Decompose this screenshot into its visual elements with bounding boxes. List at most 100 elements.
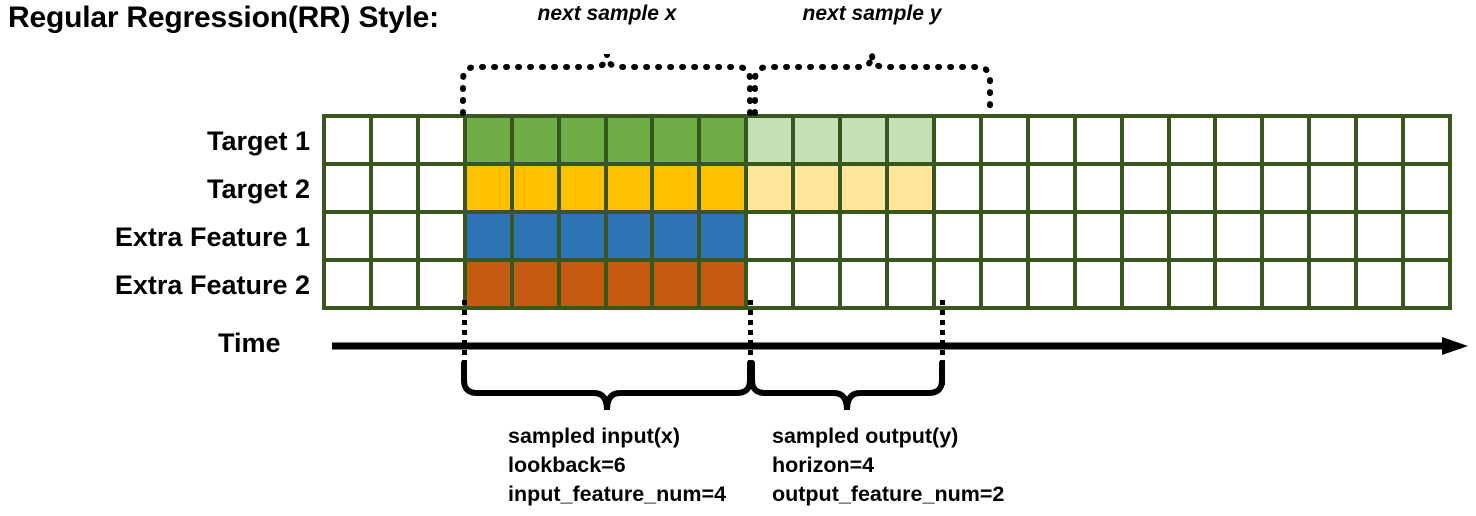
grid-cell-r0-c8 [701,118,745,162]
grid-cell-r0-c19 [1217,118,1261,162]
grid-cell-r3-c12 [889,262,932,306]
grid-cell-r3-c6 [607,262,651,306]
grid-cell-r1-c13 [935,166,979,210]
grid-cell-r1-c17 [1123,166,1167,210]
grid-cell-r2-c1 [372,214,416,258]
grid-cell-r3-c18 [1170,262,1214,306]
caption-next-sample-y: next sample y [802,2,942,25]
grid-cell-r3-c13 [935,262,979,306]
caption-block-sampled-output: sampled output(y) horizon=4 output_featu… [772,422,1004,508]
grid-cell-r3-c7 [654,262,698,306]
grid-cell-r2-c20 [1264,214,1308,258]
caption-block-sampled-input: sampled input(x) lookback=6 input_featur… [508,422,726,508]
grid-cell-r1-c2 [419,166,463,210]
grid-cell-r3-c1 [372,262,416,306]
grid-cell-r2-c19 [1217,214,1261,258]
grid-cell-r1-c0 [326,166,369,210]
grid-cell-r2-c0 [326,214,369,258]
grid-cell-r2-c7 [654,214,698,258]
grid-cell-r0-c10 [795,118,839,162]
caption-input-feature-num: input_feature_num=4 [508,481,727,506]
grid-cell-r1-c7 [654,166,698,210]
grid-cell-r0-c20 [1264,118,1308,162]
brace-sampled-output [749,360,945,411]
caption-sampled-input-title: sampled input(x) [508,424,681,448]
grid-cell-r3-c17 [1123,262,1167,306]
grid-cell-r3-c11 [842,262,885,306]
grid-cell-r3-c2 [419,262,463,306]
grid-cell-r0-c17 [1123,118,1167,162]
row-label-target-1: Target 1 [206,126,310,156]
grid-cell-r3-c8 [701,262,745,306]
grid-cell-r1-c9 [748,166,792,210]
time-axis-arrow [332,337,1468,355]
grid-cell-r2-c17 [1123,214,1167,258]
grid-cell-r0-c11 [842,118,885,162]
grid-cell-r1-c19 [1217,166,1261,210]
grid-cell-r0-c14 [982,118,1026,162]
grid-cell-r3-c3 [466,262,510,306]
grid-cell-r1-c15 [1029,166,1073,210]
grid-cell-r2-c14 [982,214,1026,258]
grid-cell-r2-c15 [1029,214,1073,258]
row-label-extra-feature-1: Extra Feature 1 [114,222,310,252]
grid-cell-r1-c21 [1311,166,1355,210]
grid-cell-r0-c22 [1358,118,1402,162]
grid-cell-r1-c3 [466,166,510,210]
grid-cell-r0-c3 [466,118,510,162]
grid-cell-r0-c23 [1405,118,1448,162]
row-label-target-2: Target 2 [206,174,310,204]
grid-cell-r1-c22 [1358,166,1402,210]
time-axis-label: Time [218,328,281,358]
grid-cell-r0-c0 [326,118,369,162]
grid-cell-r3-c9 [748,262,792,306]
grid-cell-r0-c1 [372,118,416,162]
caption-horizon: horizon=4 [772,452,875,477]
grid-cell-r2-c22 [1358,214,1402,258]
grid-cell-r2-c8 [701,214,745,258]
grid-cell-r0-c15 [1029,118,1073,162]
grid-cell-r3-c5 [560,262,604,306]
grid-cell-r1-c18 [1170,166,1214,210]
grid-cell-r0-c4 [513,118,557,162]
grid-cell-r3-c0 [326,262,369,306]
caption-sampled-output-title: sampled output(y) [772,424,959,448]
row-label-extra-feature-2: Extra Feature 2 [114,270,310,300]
grid-cell-r3-c19 [1217,262,1261,306]
grid-cell-r1-c4 [513,166,557,210]
grid-cell-r1-c11 [842,166,885,210]
caption-lookback: lookback=6 [508,452,626,477]
grid-cell-r1-c20 [1264,166,1308,210]
grid-cell-r3-c21 [1311,262,1355,306]
brace-sampled-input [461,360,753,411]
grid-cell-r2-c11 [842,214,885,258]
grid-cell-r1-c12 [889,166,932,210]
grid-cell-r0-c13 [935,118,979,162]
grid-cell-r3-c23 [1405,262,1448,306]
brace-next-sample-y [752,53,993,116]
grid-cell-r0-c12 [889,118,932,162]
grid-cell-r2-c4 [513,214,557,258]
grid-cell-r3-c4 [513,262,557,306]
grid-cell-r2-c6 [607,214,651,258]
grid-cell-r3-c20 [1264,262,1308,306]
grid-cell-r0-c18 [1170,118,1214,162]
caption-next-sample-x: next sample x [537,2,677,25]
grid-cell-r2-c5 [560,214,604,258]
grid-cell-r2-c23 [1405,214,1448,258]
grid-cell-r2-c10 [795,214,839,258]
grid-cell-r0-c21 [1311,118,1355,162]
grid-cell-r1-c23 [1405,166,1448,210]
grid-cell-r2-c18 [1170,214,1214,258]
grid-cell-r0-c9 [748,118,792,162]
grid-cell-r1-c10 [795,166,839,210]
grid-cell-r2-c13 [935,214,979,258]
grid-cell-r2-c2 [419,214,463,258]
grid-cell-r0-c6 [607,118,651,162]
grid-cell-r0-c5 [560,118,604,162]
grid-cell-r2-c9 [748,214,792,258]
grid-cell-r1-c16 [1076,166,1120,210]
grid-cell-r2-c21 [1311,214,1355,258]
grid-cell-r1-c6 [607,166,651,210]
grid-cell-r1-c8 [701,166,745,210]
